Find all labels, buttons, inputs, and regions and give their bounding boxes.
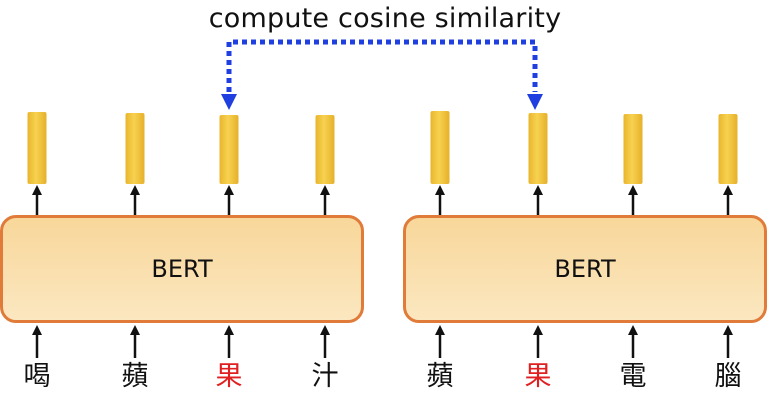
diagram-title: compute cosine similarity (208, 3, 562, 34)
similarity-arrowhead-left (221, 94, 237, 110)
input-token: 腦 (714, 361, 742, 392)
embedding-vector (623, 114, 643, 184)
input-token: 喝 (23, 361, 51, 392)
bert-label-right: BERT (554, 255, 616, 283)
input-token-highlighted: 果 (524, 361, 552, 392)
embedding-vector (430, 111, 450, 184)
input-token: 電 (619, 361, 647, 392)
input-token: 汁 (311, 361, 339, 392)
bert-model-box-left: BERT (0, 215, 364, 323)
input-token-highlighted: 果 (215, 361, 243, 392)
embedding-vector (718, 114, 738, 184)
bert-label-left: BERT (151, 255, 213, 283)
input-token: 蘋 (121, 361, 149, 392)
embedding-vector (125, 113, 145, 184)
embedding-vector (27, 112, 47, 184)
similarity-connector (226, 39, 538, 92)
embedding-vector (528, 113, 548, 184)
input-token: 蘋 (426, 361, 454, 392)
similarity-arrowhead-right (527, 94, 543, 110)
bert-model-box-right: BERT (403, 215, 767, 323)
embedding-vector (219, 115, 239, 184)
embedding-vector (315, 115, 335, 184)
